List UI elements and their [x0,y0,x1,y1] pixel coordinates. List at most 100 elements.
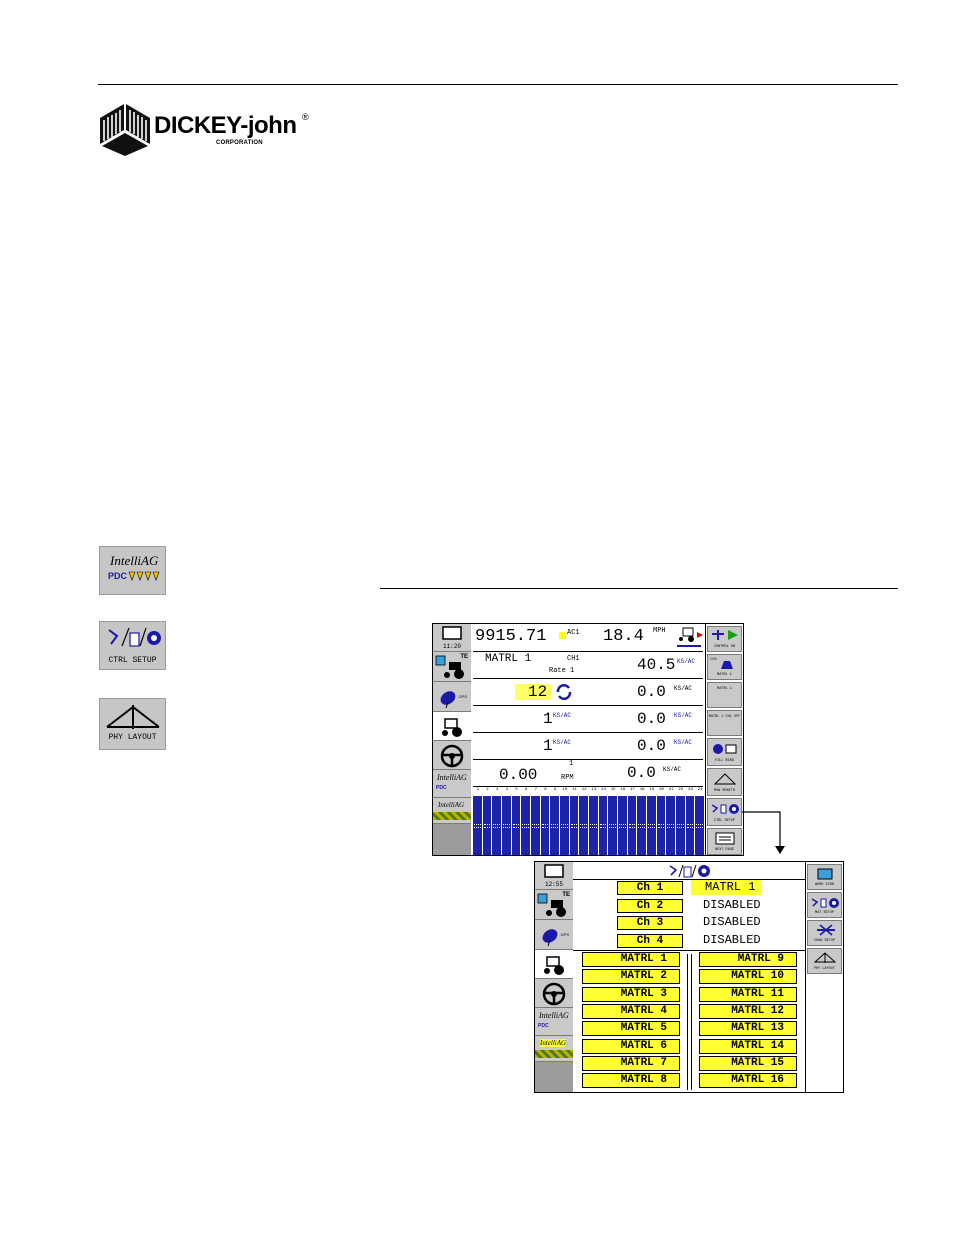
channel-material-value[interactable]: DISABLED [703,915,761,929]
work-screen-button[interactable]: WORK SCRN [807,864,842,890]
tractor-speed-icon [677,627,703,647]
logo-brand: DICKEY-john [154,112,297,139]
phy-layout-button[interactable]: PHY LAYOUT [807,948,842,974]
tractor-button[interactable] [433,712,471,741]
rpm-value: 0.00 [499,766,538,784]
ctrl-setup-glyph-icon [108,627,161,647]
fill-bins-label: FILL BINS [715,759,734,763]
channel-button[interactable]: Ch 2 [617,898,683,913]
channel-button[interactable]: Ch 4 [617,933,683,948]
tractor-te-icon [435,655,464,679]
row5-unit: KS/AC [674,739,693,746]
te-label-2: TE [562,892,570,898]
ctrl-setup-header-icon [669,864,710,878]
row-status-mark [512,824,520,828]
material-button[interactable]: MATRL 12 [699,1003,797,1019]
intellag-label-3: IntelliAG [539,1011,569,1020]
row3-value: 0.0 [637,683,666,701]
steering-button[interactable] [433,741,471,770]
gps-label: GPS [458,694,467,699]
channel-material-value[interactable]: DISABLED [703,897,761,912]
material-button[interactable]: MATRL 1 [582,952,680,967]
chan-setup-button[interactable]: CHAN SETUP [807,920,842,946]
material-button[interactable]: MATRL 15 [699,1055,797,1071]
row-monitor-button[interactable]: ROW MONITR [707,768,742,796]
row-status-mark [580,824,587,828]
row-number: 21 [668,788,674,792]
material-name: MATRL 1 [485,653,532,665]
row4-left: 1 [543,710,553,728]
material-button[interactable]: MATRL 3 [582,986,680,1002]
work-screen-right-column: CONTROL ON CH1 MATRL 1 MATRL 1 MATRL 1 C… [705,624,743,855]
intellag-pdc-button-2[interactable]: IntelliAG PDC [535,1008,573,1036]
channel-material-value[interactable]: MATRL 1 [691,880,761,895]
speed-value: 18.4 [603,627,644,646]
material-button[interactable]: MATRL 13 [699,1021,797,1037]
ctrl-setup-screen: 12:55 TE GPS IntelliAG PD [534,861,844,1093]
te-button-2[interactable]: TE [535,890,573,920]
row-status-bar [598,796,609,855]
ctrl-setup-icon: CTRL SETUP [99,621,166,670]
intellag-button[interactable]: IntelliAG [433,798,471,824]
matrl-1-button[interactable]: CH1 MATRL 1 [707,654,742,680]
material-button[interactable]: MATRL 8 [582,1073,680,1089]
intellag-button-2[interactable]: IntelliAG [535,1036,573,1062]
steering-button-2[interactable] [535,979,573,1008]
ctrl-setup-label: CTRL SETUP [108,656,157,665]
material-button[interactable]: MATRL 10 [699,969,797,985]
material-button[interactable]: MATRL 7 [582,1055,680,1071]
channel-material-value[interactable]: DISABLED [703,932,761,947]
row4-unit: KS/AC [674,712,693,719]
gps-button-2[interactable]: GPS [535,920,573,950]
rpm-row: 0.00 1 RPM 0.0 KS/AC [473,760,703,787]
row-status-bar [627,796,638,855]
fill-bins-button[interactable]: FILL BINS [707,738,742,766]
material-button[interactable]: MATRL 2 [582,969,680,985]
tractor-icon [442,718,462,737]
section-rule [380,588,898,589]
channel-button[interactable]: Ch 3 [617,916,683,930]
next-page-button[interactable]: NEXT PAGE [707,828,742,855]
logo-cube-icon [100,104,150,156]
row-status-mark [551,824,558,828]
mat-setup-label: MAT SETUP [815,911,834,915]
row-number: 12 [581,788,587,792]
target-value[interactable]: 12 [528,683,548,701]
row-status-mark [619,824,626,828]
row-status-mark [686,824,694,828]
te-button[interactable]: TE [433,652,471,682]
satellite-dish-icon [440,691,456,709]
home-button-2[interactable]: 12:55 [535,862,573,890]
row-number: 11 [572,788,577,792]
row-number: 22 [678,788,684,792]
mat-setup-button[interactable]: MAT SETUP [807,892,842,918]
gps-button[interactable]: GPS [433,682,471,712]
material-button[interactable]: MATRL 14 [699,1038,797,1054]
material-button[interactable]: MATRL 5 [582,1021,680,1037]
row-status-mark [493,824,500,828]
ch1-off-button[interactable]: MATRL 1 CH1 OFF [707,710,742,736]
intellag-pdc-button[interactable]: IntelliAG PDC [433,770,471,798]
row-status-mark [609,824,616,828]
channel-button[interactable]: Ch 1 [617,881,683,895]
intellag-label-2: IntelliAG [438,801,465,809]
material-button[interactable]: MATRL 6 [582,1038,680,1054]
material-button[interactable]: MATRL 4 [582,1003,680,1019]
tractor-button-2[interactable] [535,950,573,979]
row-number: 20 [659,788,664,792]
row-status-mark [590,824,597,828]
row-status-bars [473,796,705,855]
home-button[interactable]: 11:20 [433,624,471,652]
row-number: 16 [620,788,626,792]
material-button[interactable]: MATRL 9 [699,952,797,967]
material-button[interactable]: MATRL 16 [699,1073,797,1089]
control-on-button[interactable]: CONTROL ON [707,626,742,652]
matrl-1-button-2[interactable]: MATRL 1 [707,682,742,708]
refresh-icon[interactable] [555,683,573,701]
row-number: 14 [601,788,606,792]
ctrl-setup-button[interactable]: CTRL SETUP [707,798,742,826]
channel-divider [573,950,805,951]
material-button[interactable]: MATRL 11 [699,986,797,1002]
